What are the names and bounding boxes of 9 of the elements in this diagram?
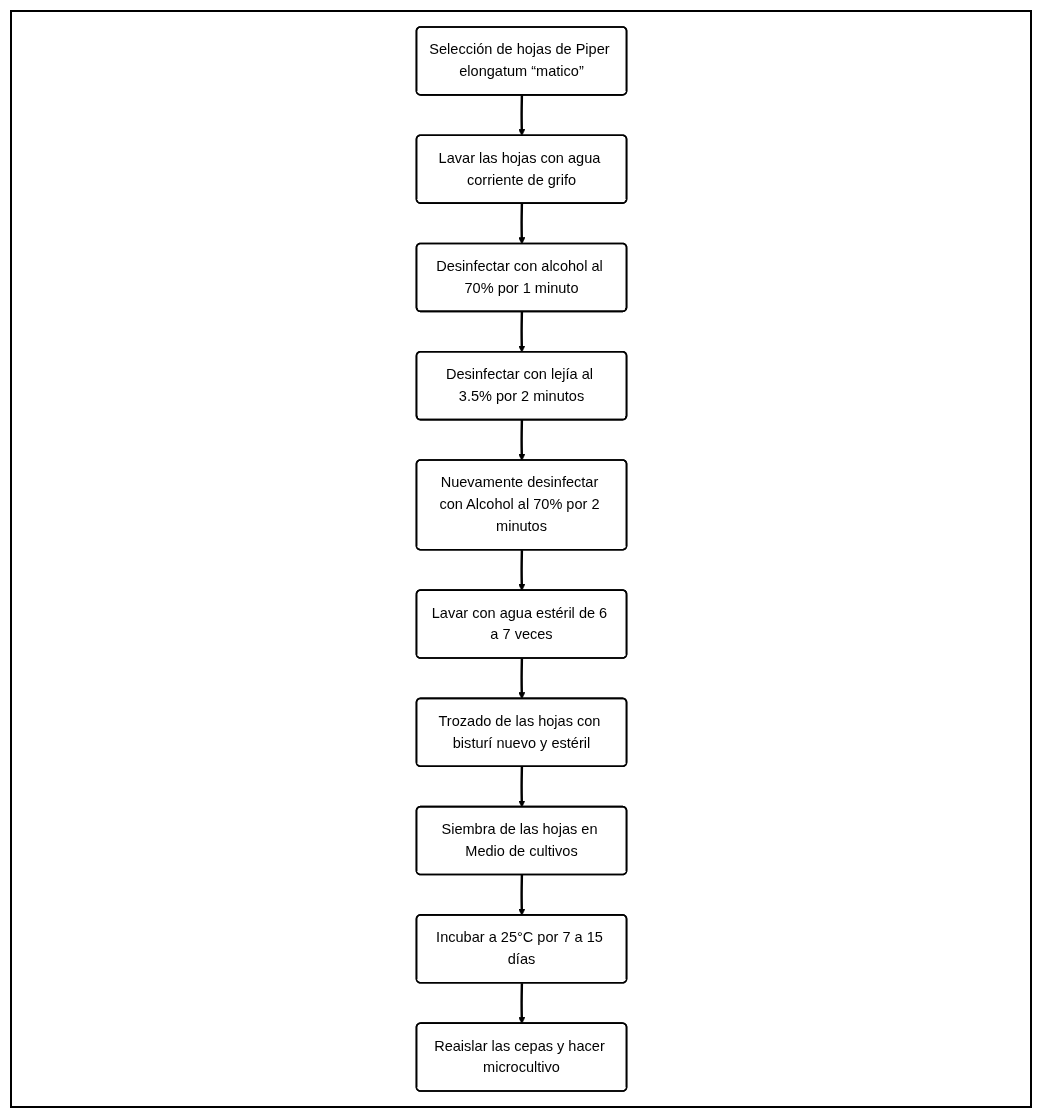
arrow — [517, 766, 525, 808]
arrow — [517, 658, 525, 700]
arrow — [517, 311, 525, 353]
arrow — [517, 203, 525, 245]
arrow — [517, 95, 525, 136]
arrow — [517, 420, 525, 461]
arrow — [517, 550, 525, 591]
arrow — [517, 983, 525, 1024]
arrow — [517, 874, 525, 916]
